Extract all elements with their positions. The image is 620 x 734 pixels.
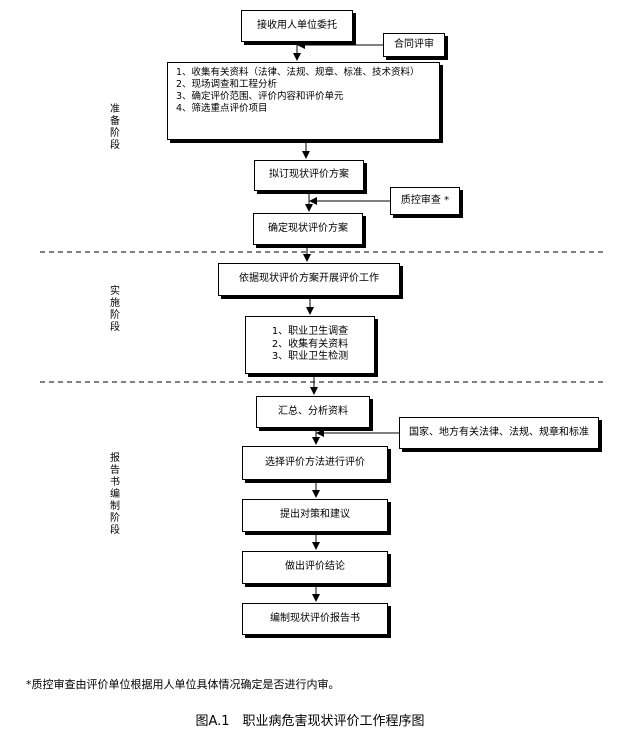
prep-step-2: 2、现场调查和工程分析 [176,78,278,90]
impl-step-2: 2、收集有关资料 [271,338,349,350]
prep-step-3: 3、确定评价范围、评价内容和评价单元 [176,90,344,102]
box-select-method: 选择评价方法进行评价 [242,446,388,480]
stage-label-prep: 准备阶段 [110,104,120,151]
box-qc-review: 质控审查 * [390,187,460,215]
box-receive: 接收用人单位委托 [241,10,353,42]
box-conclusion: 做出评价结论 [242,551,388,584]
stage-label-impl: 实施阶段 [110,286,120,333]
box-summarize: 汇总、分析资料 [256,396,370,428]
stage-label-report: 报告书编制阶段 [110,453,120,536]
box-report: 编制现状评价报告书 [242,603,388,635]
box-impl-steps: 1、职业卫生调查 2、收集有关资料 3、职业卫生检测 [245,316,375,374]
box-draft-plan: 拟订现状评价方案 [254,160,364,191]
impl-step-3: 3、职业卫生检测 [271,351,349,363]
prep-step-1: 1、收集有关资料（法律、法规、规章、标准、技术资料） [176,67,420,78]
box-prep-steps: 1、收集有关资料（法律、法规、规章、标准、技术资料） 2、现场调查和工程分析 3… [167,62,440,140]
figure-caption: 图A.1 职业病危害现状评价工作程序图 [195,714,425,729]
box-execute: 依据现状评价方案开展评价工作 [218,263,400,296]
box-contract-review: 合同评审 [383,33,445,57]
footnote: *质控审查由评价单位根据用人单位具体情况确定是否进行内审。 [26,678,340,691]
box-confirm-plan: 确定现状评价方案 [253,213,363,245]
box-laws: 国家、地方有关法律、法规、规章和标准 [399,417,599,449]
box-measures: 提出对策和建议 [242,499,388,532]
impl-step-1: 1、职业卫生调查 [271,326,349,338]
prep-step-4: 4、筛选重点评价项目 [176,102,268,114]
